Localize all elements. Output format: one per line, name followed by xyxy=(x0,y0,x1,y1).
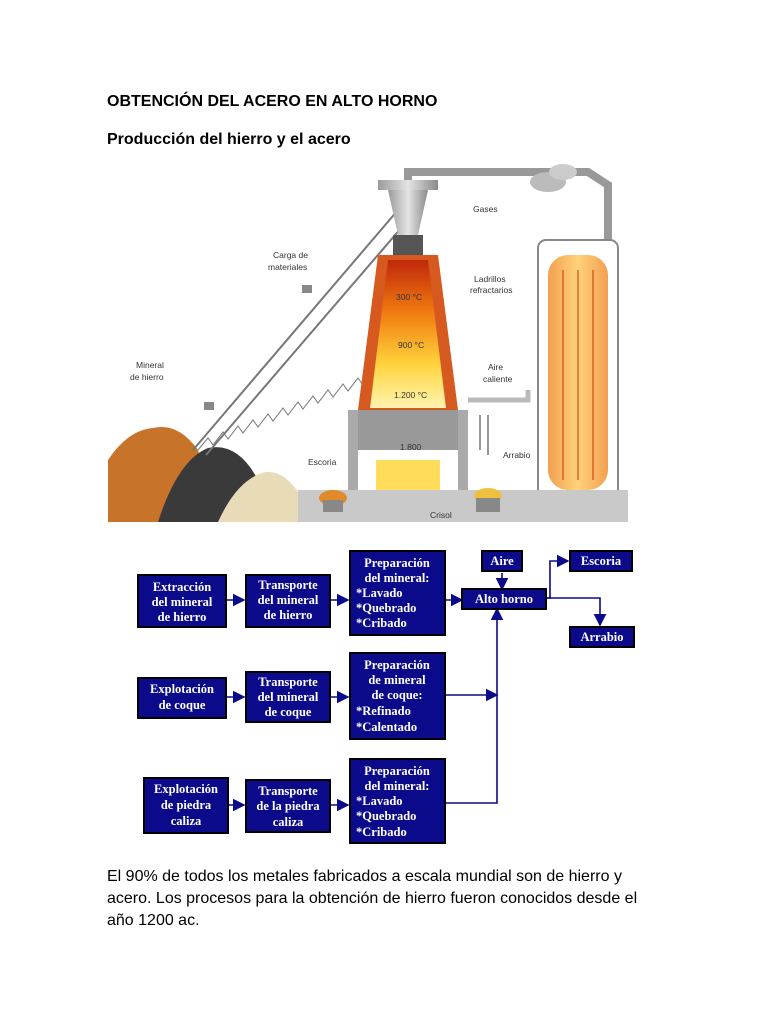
label-ladrillos-2: refractarios xyxy=(470,285,513,295)
box-aire: Aire xyxy=(481,550,523,572)
box-arrabio: Arrabio xyxy=(569,626,635,648)
label-escoria: Escoria xyxy=(308,457,337,467)
label-crisol: Crisol xyxy=(430,510,452,520)
box-text: *Calentado xyxy=(356,720,417,734)
box-explotacion-coque: Explotación de coque xyxy=(137,677,227,719)
box-text: caliza xyxy=(273,815,304,829)
box-extraccion: Extracción del mineral de hierro xyxy=(137,574,227,628)
box-text: de hierro xyxy=(158,610,207,624)
label-aire-2: caliente xyxy=(483,374,513,384)
box-text: Extracción xyxy=(153,580,211,594)
process-flow-diagram: Extracción del mineral de hierro Transpo… xyxy=(137,550,635,844)
label-temp-1800: 1.800 xyxy=(400,442,422,452)
box-text: *Cribado xyxy=(356,825,407,839)
box-text: *Quebrado xyxy=(356,601,416,615)
box-text: Preparación xyxy=(364,556,430,570)
box-text: caliza xyxy=(171,814,202,828)
box-text: Preparación xyxy=(364,658,430,672)
box-transporte-coque: Transporte del mineral de coque xyxy=(245,671,331,723)
label-mineral: Mineral xyxy=(136,360,164,370)
box-text: del mineral xyxy=(258,593,319,607)
label-temp-300: 300 °C xyxy=(396,292,422,302)
box-text: de mineral xyxy=(368,673,426,687)
box-text: de coque xyxy=(159,698,206,712)
box-text: del mineral xyxy=(258,690,319,704)
page-title: OBTENCIÓN DEL ACERO EN ALTO HORNO xyxy=(107,93,438,110)
label-temp-900: 900 °C xyxy=(398,340,424,350)
section-subtitle: Producción del hierro y el acero xyxy=(107,131,351,148)
box-text: Aire xyxy=(490,554,514,568)
label-carga-2: materiales xyxy=(268,262,307,272)
box-text: *Refinado xyxy=(356,704,411,718)
box-text: de coque xyxy=(265,705,312,719)
box-text: Escoria xyxy=(581,554,622,568)
box-text: *Quebrado xyxy=(356,809,416,823)
box-text: de la piedra xyxy=(256,799,320,813)
box-explotacion-caliza: Explotación de piedra caliza xyxy=(143,777,229,834)
box-escoria: Escoria xyxy=(569,550,633,572)
body-paragraph: El 90% de todos los metales fabricados a… xyxy=(107,868,638,929)
label-gases: Gases xyxy=(473,204,498,214)
furnace-interior xyxy=(370,260,446,408)
box-text: de coque: xyxy=(371,688,422,702)
box-text: Explotación xyxy=(150,682,214,696)
box-text: Transporte xyxy=(258,675,318,689)
box-text: del mineral: xyxy=(365,571,430,585)
box-text: Arrabio xyxy=(580,630,623,644)
label-aire: Aire xyxy=(488,362,503,372)
skip-car xyxy=(204,402,214,410)
box-text: del mineral: xyxy=(365,779,430,793)
box-text: *Cribado xyxy=(356,616,407,630)
box-text: Preparación xyxy=(364,764,430,778)
limestone-pile xyxy=(218,471,313,522)
box-text: de hierro xyxy=(264,608,313,622)
label-arrabio: Arrabio xyxy=(503,450,531,460)
box-preparacion-mineral: Preparación del mineral: *Lavado *Quebra… xyxy=(349,550,446,636)
box-transporte-caliza: Transporte de la piedra caliza xyxy=(245,779,331,833)
box-transporte-mineral: Transporte del mineral de hierro xyxy=(245,574,331,628)
box-preparacion-coque: Preparación de mineral de coque: *Refina… xyxy=(349,652,446,740)
label-ladrillos: Ladrillos xyxy=(474,274,506,284)
box-text: *Lavado xyxy=(356,586,403,600)
box-text: Explotación xyxy=(154,782,218,796)
label-temp-1200: 1.200 °C xyxy=(394,390,427,400)
box-text: *Lavado xyxy=(356,794,403,808)
box-text: del mineral xyxy=(152,595,213,609)
label-carga: Carga de xyxy=(273,250,308,260)
crucible xyxy=(376,460,440,490)
box-text: Transporte xyxy=(258,578,318,592)
blast-furnace-illustration: Gases Carga de materiales Ladrillos refr… xyxy=(108,164,628,522)
furnace-top xyxy=(378,180,438,190)
box-alto-horno: Alto horno xyxy=(461,588,547,610)
skip-car xyxy=(302,285,312,293)
box-text: Alto horno xyxy=(475,592,533,606)
box-text: Transporte xyxy=(258,784,318,798)
label-mineral-2: de hierro xyxy=(130,372,164,382)
box-text: de piedra xyxy=(161,798,212,812)
box-preparacion-caliza: Preparación del mineral: *Lavado *Quebra… xyxy=(349,758,446,844)
